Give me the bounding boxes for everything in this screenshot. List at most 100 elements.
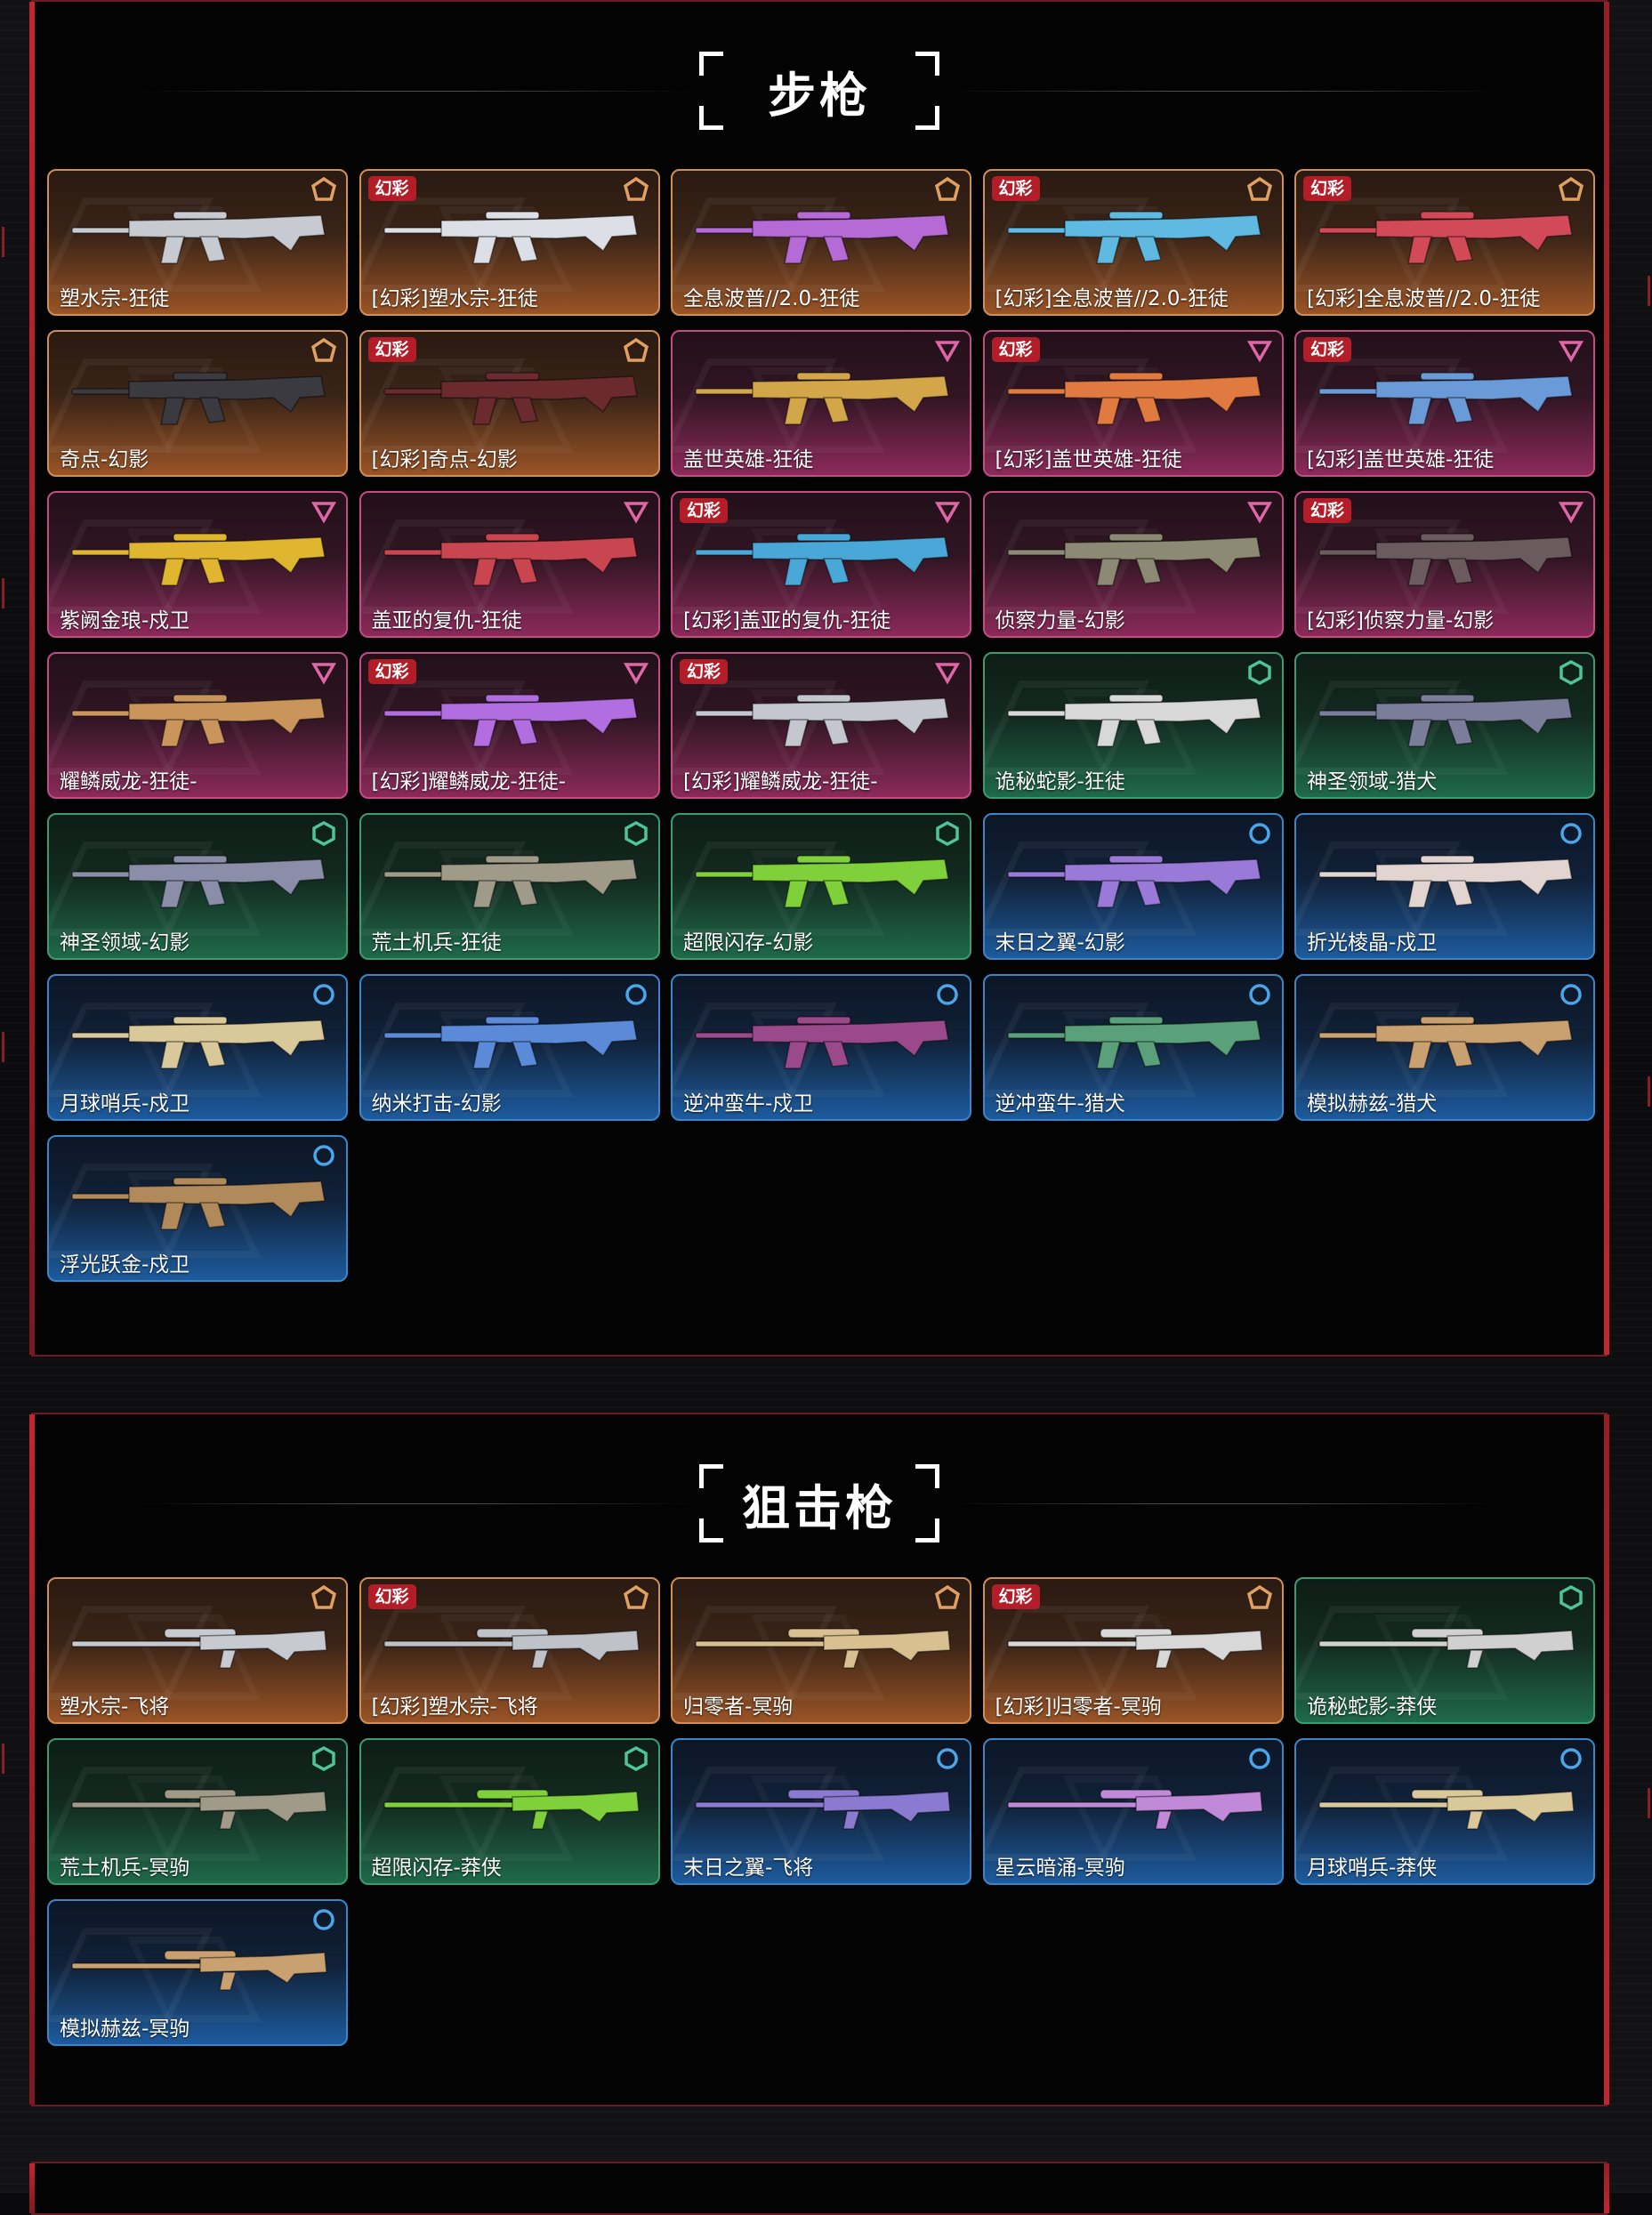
green-tier-icon bbox=[1559, 660, 1583, 685]
weapon-skin-image bbox=[1006, 372, 1261, 425]
green-tier-icon bbox=[312, 1746, 335, 1771]
skin-name: 纳米打击-幻影 bbox=[371, 1092, 502, 1116]
skin-card[interactable]: 归零者-冥驹 bbox=[671, 1577, 971, 1724]
skin-card[interactable]: 幻彩[幻彩]塑水宗-狂徒 bbox=[359, 169, 660, 316]
skin-name: [幻彩]奇点-幻影 bbox=[371, 448, 518, 471]
side-decor bbox=[2, 1744, 4, 1774]
skin-card[interactable]: 幻彩[幻彩]耀鳞威龙-狂徒- bbox=[359, 652, 660, 799]
rifle-section: 步枪 塑水宗-狂徒幻彩[幻彩]塑水宗-狂徒全息波普//2.0-狂徒幻彩[幻彩]全… bbox=[29, 0, 1609, 1357]
skin-card[interactable]: 神圣领域-猎犬 bbox=[1294, 652, 1595, 799]
skin-card[interactable]: 盖亚的复仇-狂徒 bbox=[359, 491, 660, 638]
skin-card[interactable]: 幻彩[幻彩]奇点-幻影 bbox=[359, 330, 660, 477]
skin-name: 塑水宗-飞将 bbox=[60, 1695, 170, 1719]
skin-card[interactable]: 逆冲蛮牛-猎犬 bbox=[982, 974, 1284, 1121]
skin-card[interactable]: 幻彩[幻彩]塑水宗-飞将 bbox=[359, 1577, 660, 1724]
skin-card[interactable]: 全息波普//2.0-狂徒 bbox=[671, 169, 971, 316]
skin-card[interactable]: 幻彩[幻彩]盖世英雄-狂徒 bbox=[982, 330, 1284, 477]
weapon-skin-image bbox=[71, 1628, 327, 1669]
skin-card[interactable]: 奇点-幻影 bbox=[47, 330, 348, 477]
weapon-skin-image bbox=[383, 372, 638, 425]
skin-card[interactable]: 浮光跃金-戍卫 bbox=[47, 1135, 348, 1282]
skin-card[interactable]: 月球哨兵-戍卫 bbox=[47, 974, 348, 1121]
skin-name: 奇点-幻影 bbox=[60, 448, 149, 471]
skin-name: 浮光跃金-戍卫 bbox=[60, 1253, 190, 1277]
skin-card[interactable]: 幻彩 [幻彩]侦察力量-幻影 bbox=[1294, 491, 1595, 638]
skin-name: 归零者-冥驹 bbox=[683, 1695, 794, 1719]
skin-name: 神圣领域-猎犬 bbox=[1307, 770, 1438, 793]
skin-card[interactable]: 超限闪存-莽侠 bbox=[359, 1738, 660, 1885]
skin-card[interactable]: 纳米打击-幻影 bbox=[359, 974, 660, 1121]
skin-card[interactable]: 超限闪存-幻影 bbox=[671, 813, 971, 960]
skin-card[interactable]: 诡秘蛇影-莽侠 bbox=[1294, 1577, 1595, 1724]
skin-card[interactable]: 神圣领域-幻影 bbox=[47, 813, 348, 960]
skin-card[interactable]: 塑水宗-飞将 bbox=[47, 1577, 348, 1724]
skin-name: [幻彩]塑水宗-狂徒 bbox=[371, 287, 538, 310]
skin-card[interactable]: 紫阙金琅-戍卫 bbox=[47, 491, 348, 638]
weapon-skin-image bbox=[1006, 1628, 1263, 1669]
variant-badge: 幻彩 bbox=[680, 659, 729, 684]
blue-tier-icon bbox=[313, 1909, 334, 1930]
skin-name: 超限闪存-幻影 bbox=[683, 931, 814, 954]
bracket-corner bbox=[699, 1464, 723, 1488]
skin-card[interactable]: 耀鳞威龙-狂徒- bbox=[47, 652, 348, 799]
skin-card[interactable]: 月球哨兵-莽侠 bbox=[1294, 1738, 1595, 1885]
gold-tier-icon bbox=[1558, 176, 1584, 201]
skin-card[interactable]: 逆冲蛮牛-戍卫 bbox=[671, 974, 971, 1121]
sniper-section: 狙击枪 塑水宗-飞将幻彩[幻彩]塑水宗-飞将归零者-冥驹幻彩[幻彩]归零者-冥驹… bbox=[29, 1413, 1609, 2106]
blue-tier-icon bbox=[1248, 823, 1270, 844]
skin-card[interactable]: 荒土机兵-冥驹 bbox=[47, 1738, 348, 1885]
weapon-skin-image bbox=[383, 1789, 640, 1830]
skin-card[interactable]: 折光棱晶-戍卫 bbox=[1294, 813, 1595, 960]
weapon-skin-image bbox=[1318, 855, 1573, 908]
section-header: 步枪 bbox=[33, 42, 1606, 140]
skin-card[interactable]: 幻彩[幻彩]全息波普//2.0-狂徒 bbox=[982, 169, 1284, 316]
skin-card[interactable]: 星云暗涌-冥驹 bbox=[982, 1738, 1284, 1885]
variant-badge: 幻彩 bbox=[367, 659, 416, 684]
skin-card[interactable]: 末日之翼-飞将 bbox=[671, 1738, 971, 1885]
bracket-corner bbox=[699, 106, 723, 130]
skin-card[interactable]: 幻彩[幻彩]归零者-冥驹 bbox=[982, 1577, 1284, 1724]
skin-name: [幻彩]盖亚的复仇-狂徒 bbox=[683, 609, 891, 632]
weapon-skin-image bbox=[1318, 1628, 1575, 1669]
weapon-skin-image bbox=[71, 855, 326, 908]
skin-card[interactable]: 幻彩[幻彩]耀鳞威龙-狂徒- bbox=[671, 652, 971, 799]
skin-card[interactable]: 模拟赫兹-冥驹 bbox=[47, 1899, 348, 2046]
gold-tier-icon bbox=[623, 337, 649, 362]
pink-tier-icon bbox=[1558, 502, 1584, 524]
skin-grid: 塑水宗-狂徒幻彩[幻彩]塑水宗-狂徒全息波普//2.0-狂徒幻彩[幻彩]全息波普… bbox=[47, 169, 1595, 1282]
skin-card[interactable]: 塑水宗-狂徒 bbox=[47, 169, 348, 316]
side-decor bbox=[2, 1032, 4, 1062]
variant-badge: 幻彩 bbox=[991, 176, 1040, 201]
weapon-skin-image bbox=[1006, 1016, 1261, 1069]
skin-name: [幻彩]侦察力量-幻影 bbox=[1307, 609, 1495, 632]
skin-card[interactable]: 侦察力量-幻影 bbox=[982, 491, 1284, 638]
skin-card[interactable]: 模拟赫兹-猎犬 bbox=[1294, 974, 1595, 1121]
skin-card[interactable]: 幻彩[幻彩]全息波普//2.0-狂徒 bbox=[1294, 169, 1595, 316]
bracket-corner bbox=[915, 1464, 939, 1488]
skin-name: 盖世英雄-狂徒 bbox=[683, 448, 814, 471]
weapon-skin-image bbox=[1006, 855, 1261, 908]
variant-badge: 幻彩 bbox=[1303, 337, 1352, 362]
pink-tier-icon bbox=[623, 502, 649, 524]
skin-card[interactable]: 盖世英雄-狂徒 bbox=[671, 330, 971, 477]
skin-card[interactable]: 诡秘蛇影-狂徒 bbox=[982, 652, 1284, 799]
blue-tier-icon bbox=[625, 984, 647, 1005]
blue-tier-icon bbox=[1248, 1748, 1270, 1769]
gold-tier-icon bbox=[310, 176, 337, 201]
skin-card[interactable]: 幻彩[幻彩]盖亚的复仇-狂徒 bbox=[671, 491, 971, 638]
variant-badge: 幻彩 bbox=[991, 337, 1040, 362]
pink-tier-icon bbox=[934, 341, 961, 363]
pink-tier-icon bbox=[310, 663, 337, 685]
skin-name: 模拟赫兹-猎犬 bbox=[1307, 1092, 1438, 1116]
skin-name: 侦察力量-幻影 bbox=[995, 609, 1125, 632]
bracket-corner bbox=[699, 1518, 723, 1542]
variant-badge: 幻彩 bbox=[1303, 498, 1352, 523]
weapon-skin-image bbox=[1006, 211, 1261, 264]
section-title-box: 步枪 bbox=[699, 52, 939, 130]
skin-name: 模拟赫兹-冥驹 bbox=[60, 2018, 190, 2041]
weapon-skin-image bbox=[1318, 1016, 1573, 1069]
skin-card[interactable]: 末日之翼-幻影 bbox=[982, 813, 1284, 960]
skin-card[interactable]: 幻彩[幻彩]盖世英雄-狂徒 bbox=[1294, 330, 1595, 477]
skin-card[interactable]: 荒土机兵-狂徒 bbox=[359, 813, 660, 960]
green-tier-icon bbox=[936, 821, 959, 846]
